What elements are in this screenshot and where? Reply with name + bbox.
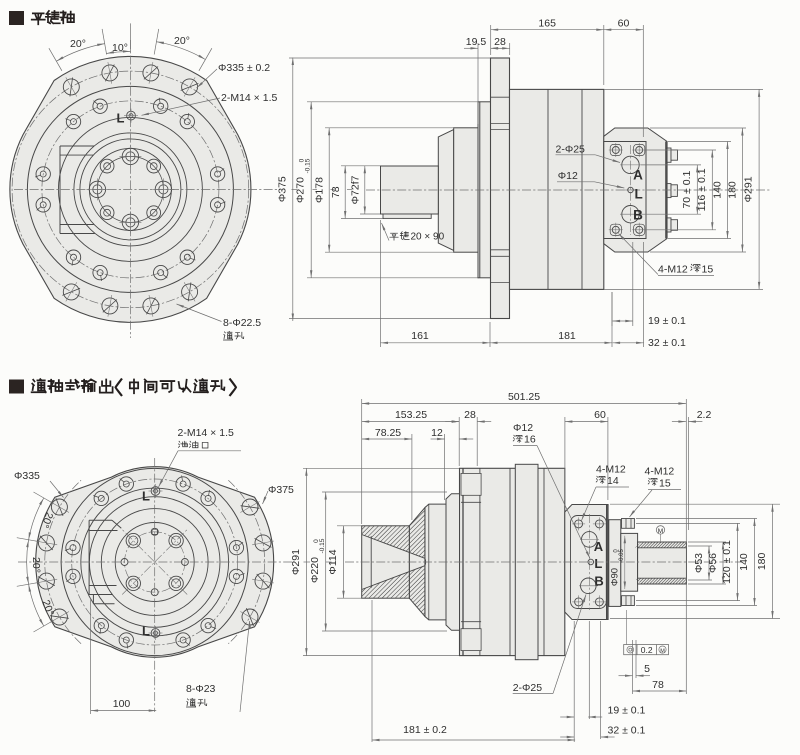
- svg-text:A: A: [594, 539, 604, 554]
- svg-text:15: 15: [659, 478, 671, 490]
- svg-text:20°: 20°: [38, 511, 55, 530]
- svg-text:28: 28: [494, 36, 506, 48]
- svg-text:20°: 20°: [39, 598, 56, 617]
- svg-text:Φ114: Φ114: [327, 549, 339, 574]
- svg-text:165: 165: [538, 18, 556, 30]
- svg-text:100: 100: [113, 698, 131, 710]
- svg-text:60: 60: [594, 409, 606, 421]
- svg-text:140: 140: [712, 181, 724, 199]
- svg-text:2-M14 × 1.5: 2-M14 × 1.5: [178, 427, 234, 439]
- svg-text:M: M: [660, 648, 665, 654]
- svg-text:15: 15: [702, 264, 714, 276]
- svg-text:Φ335: Φ335: [14, 470, 40, 482]
- svg-text:70 ± 0.1: 70 ± 0.1: [681, 171, 693, 209]
- svg-text:B: B: [594, 573, 603, 588]
- svg-text:20°: 20°: [70, 38, 86, 50]
- svg-text:16: 16: [524, 434, 536, 446]
- svg-text:2-M14 × 1.5: 2-M14 × 1.5: [221, 92, 277, 104]
- svg-text:10°: 10°: [112, 42, 128, 54]
- svg-text:5: 5: [644, 663, 650, 675]
- svg-text:B: B: [633, 208, 643, 223]
- svg-text:Φ12: Φ12: [513, 422, 533, 434]
- svg-text:140: 140: [738, 553, 750, 571]
- svg-text:-0.15: -0.15: [319, 538, 326, 553]
- svg-text:L: L: [142, 624, 150, 639]
- svg-text:Φ220: Φ220: [309, 557, 321, 583]
- svg-text:19.5: 19.5: [466, 36, 487, 48]
- svg-text:Φ375: Φ375: [268, 484, 294, 496]
- svg-text:-0.15: -0.15: [305, 158, 312, 173]
- svg-text:Φ178: Φ178: [314, 177, 326, 203]
- svg-text:14: 14: [607, 475, 619, 487]
- svg-text:116 ± 0.1: 116 ± 0.1: [696, 168, 708, 211]
- svg-text:Φ335 ± 0.2: Φ335 ± 0.2: [218, 62, 270, 74]
- svg-text:12: 12: [431, 427, 443, 439]
- svg-text:60: 60: [618, 18, 630, 30]
- svg-text:Φ270: Φ270: [295, 177, 307, 203]
- svg-text:0.2: 0.2: [641, 645, 653, 655]
- svg-text:32 ± 0.1: 32 ± 0.1: [648, 337, 686, 349]
- svg-text:180: 180: [756, 552, 768, 570]
- svg-text:20°: 20°: [30, 557, 42, 573]
- svg-text:120 ± 0.1: 120 ± 0.1: [721, 540, 733, 584]
- svg-text:L: L: [634, 186, 642, 201]
- svg-text:32 ± 0.1: 32 ± 0.1: [608, 725, 646, 737]
- svg-text:Φ375: Φ375: [277, 176, 289, 202]
- svg-text:Φ53: Φ53: [693, 553, 705, 573]
- svg-text:181 ± 0.2: 181 ± 0.2: [403, 724, 447, 736]
- svg-text:180: 180: [727, 181, 739, 199]
- svg-text:Φ291: Φ291: [743, 176, 755, 202]
- svg-text:4-M12: 4-M12: [645, 466, 675, 478]
- svg-text:78: 78: [652, 679, 664, 691]
- svg-text:181: 181: [558, 330, 576, 342]
- svg-text:78.25: 78.25: [375, 427, 401, 439]
- svg-text:161: 161: [411, 330, 429, 342]
- svg-text:28: 28: [464, 409, 476, 421]
- svg-text:78: 78: [330, 186, 342, 198]
- svg-text:0: 0: [614, 549, 620, 553]
- svg-text:Φ291: Φ291: [290, 549, 302, 575]
- svg-text:0: 0: [313, 539, 320, 543]
- svg-text:-0.05: -0.05: [619, 549, 625, 563]
- svg-text:4-M12: 4-M12: [658, 264, 688, 276]
- svg-text:8-Φ23: 8-Φ23: [186, 683, 216, 695]
- svg-text:Φ90: Φ90: [610, 568, 621, 586]
- svg-text:0: 0: [299, 158, 306, 162]
- svg-text:8-Φ22.5: 8-Φ22.5: [223, 317, 261, 329]
- svg-text:20 × 90: 20 × 90: [411, 232, 445, 243]
- svg-text:Φ72f7: Φ72f7: [350, 175, 362, 204]
- svg-text:2-Φ25: 2-Φ25: [556, 144, 586, 156]
- svg-text:4-M12: 4-M12: [596, 464, 626, 476]
- svg-text:153.25: 153.25: [395, 409, 427, 421]
- svg-text:Φ56: Φ56: [707, 553, 719, 573]
- svg-text:L: L: [117, 111, 125, 126]
- svg-text:L: L: [142, 489, 150, 504]
- svg-text:2-Φ25: 2-Φ25: [513, 682, 543, 694]
- svg-text:19 ± 0.1: 19 ± 0.1: [608, 705, 646, 717]
- svg-text:20°: 20°: [174, 35, 190, 47]
- svg-text:L: L: [594, 556, 602, 571]
- svg-text:M: M: [658, 528, 663, 535]
- svg-text:2.2: 2.2: [697, 409, 712, 421]
- svg-text:19 ± 0.1: 19 ± 0.1: [648, 315, 686, 327]
- svg-text:501.25: 501.25: [508, 391, 540, 403]
- svg-text:A: A: [633, 168, 643, 183]
- svg-text:Φ12: Φ12: [558, 170, 578, 182]
